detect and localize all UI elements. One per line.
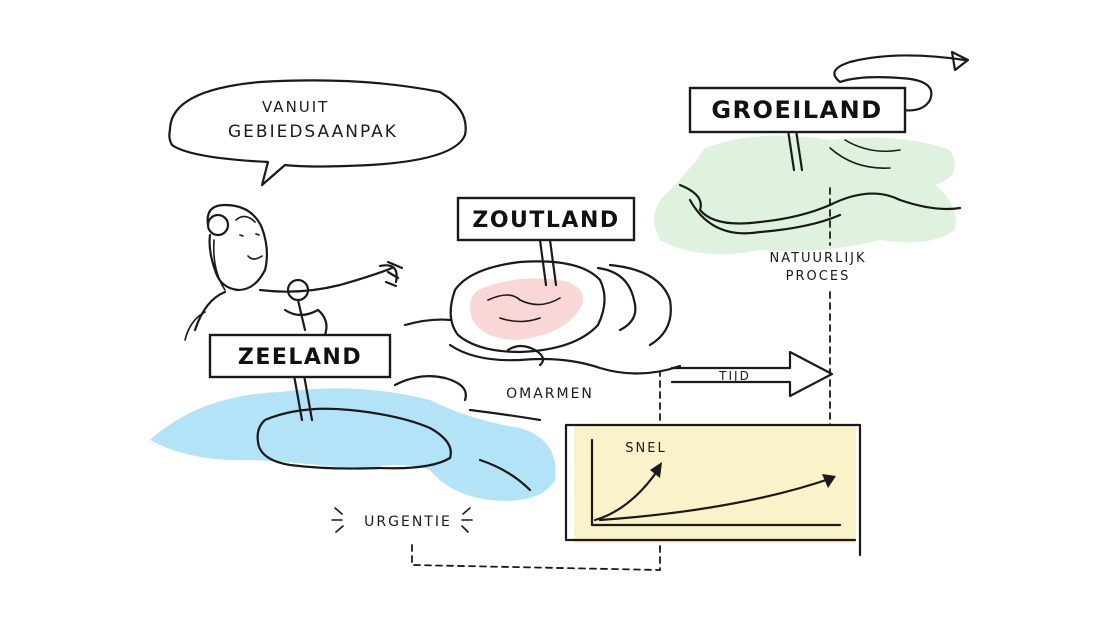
zoutland-sign-label: ZOUTLAND: [472, 208, 619, 233]
groeiland-sign-board: [688, 86, 907, 134]
tijd-label: TIJD: [718, 369, 751, 383]
graph-slow-curve: [598, 476, 834, 522]
groeiland-arrow-head-icon: [950, 50, 970, 72]
speech-bubble: [168, 79, 467, 187]
zoutland-river: [403, 318, 682, 375]
tijd-arrow: [670, 350, 834, 398]
zoutland-sign-post-2: [548, 238, 558, 287]
speech-line-2: GEBIEDSAANPAK: [228, 122, 398, 142]
groeiland-sign-post-2: [794, 128, 804, 172]
zoutland-land-outline: [449, 260, 606, 354]
graph-fast-curve: [593, 468, 660, 522]
zoutland-salt-area: [470, 278, 584, 340]
urgentie-emphasis-marks: [331, 507, 473, 533]
zoutland-mud-detail: [506, 344, 545, 367]
groeiland-sign-post: [786, 128, 796, 172]
urgentie-label: URGENTIE: [364, 514, 452, 530]
groeiland-coast: [829, 139, 901, 169]
snel-label: SNEL: [625, 441, 666, 456]
zeeland-coastline: [393, 375, 542, 492]
zeeland-sign-post: [292, 373, 304, 422]
groeiland-river-lines-2: [688, 198, 842, 235]
graph-panel-fill: [574, 425, 856, 543]
groeiland-river-lines: [678, 183, 962, 225]
groeiland-sign-label: GROEILAND: [711, 96, 882, 124]
natuurlijk-label-line2: PROCES: [786, 269, 851, 284]
zoutland-sign-post: [538, 238, 548, 287]
zoutland-inner-creek: [487, 294, 561, 323]
zeeland-sign-label: ZEELAND: [238, 345, 362, 370]
graph-panel-frame: [564, 423, 862, 557]
groeiland-spiral-arrow: [833, 54, 967, 112]
natuurlijk-label-line1: NATUURLIJK: [769, 251, 866, 266]
omarmen-label: OMARMEN: [506, 386, 594, 402]
groeiland-green-area: [654, 135, 956, 255]
zeeland-island: [256, 407, 452, 470]
speech-line-1: VANUIT: [262, 98, 329, 116]
zoutland-sign-board: [456, 196, 636, 242]
zeeland-sign-post-2: [302, 373, 314, 422]
zeeland-sign-board: [208, 333, 392, 379]
zoutland-coast-right: [596, 263, 672, 347]
graph-y-axis: [590, 438, 842, 527]
graph-slow-arrow-icon: [822, 474, 836, 488]
presenter-figure: [184, 203, 404, 341]
graph-fast-arrow-icon: [650, 462, 662, 478]
zeeland-water-area: [150, 388, 556, 501]
